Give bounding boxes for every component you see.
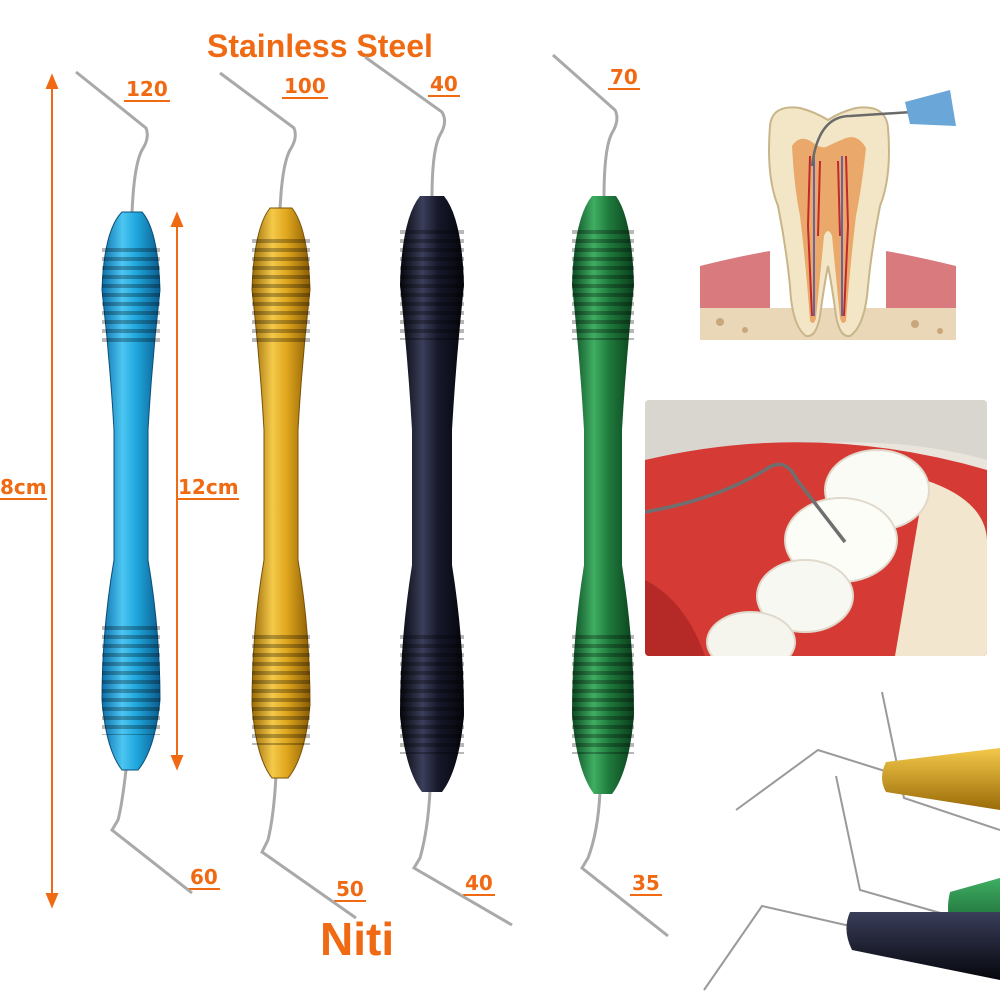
- tooth-cross-section-image: [700, 86, 956, 340]
- instrument-1-bottom-size: 60: [188, 865, 220, 890]
- stainless-steel-title: Stainless Steel: [207, 28, 433, 64]
- handle-length-label: 12cm: [178, 475, 239, 500]
- dental-model-photo: [645, 400, 987, 656]
- instrument-black: [364, 55, 513, 927]
- instrument-4-top-size: 70: [608, 65, 640, 90]
- instrument-2-bottom-size: 50: [334, 877, 366, 902]
- instrument-tips-closeup: [700, 680, 1000, 1000]
- full-length-arrow: [45, 73, 59, 909]
- instrument-3-bottom-size: 40: [463, 871, 495, 896]
- instrument-1-top-size: 120: [124, 77, 170, 102]
- handle-length-arrow: [170, 211, 184, 771]
- full-length-label: 8cm: [0, 475, 47, 500]
- instrument-green: [552, 53, 669, 938]
- instrument-gold: [219, 71, 357, 920]
- instrument-4-bottom-size: 35: [630, 871, 662, 896]
- instrument-2-top-size: 100: [282, 74, 328, 99]
- instrument-blue: [75, 70, 193, 895]
- niti-title: Niti: [320, 913, 395, 965]
- instrument-3-top-size: 40: [428, 72, 460, 97]
